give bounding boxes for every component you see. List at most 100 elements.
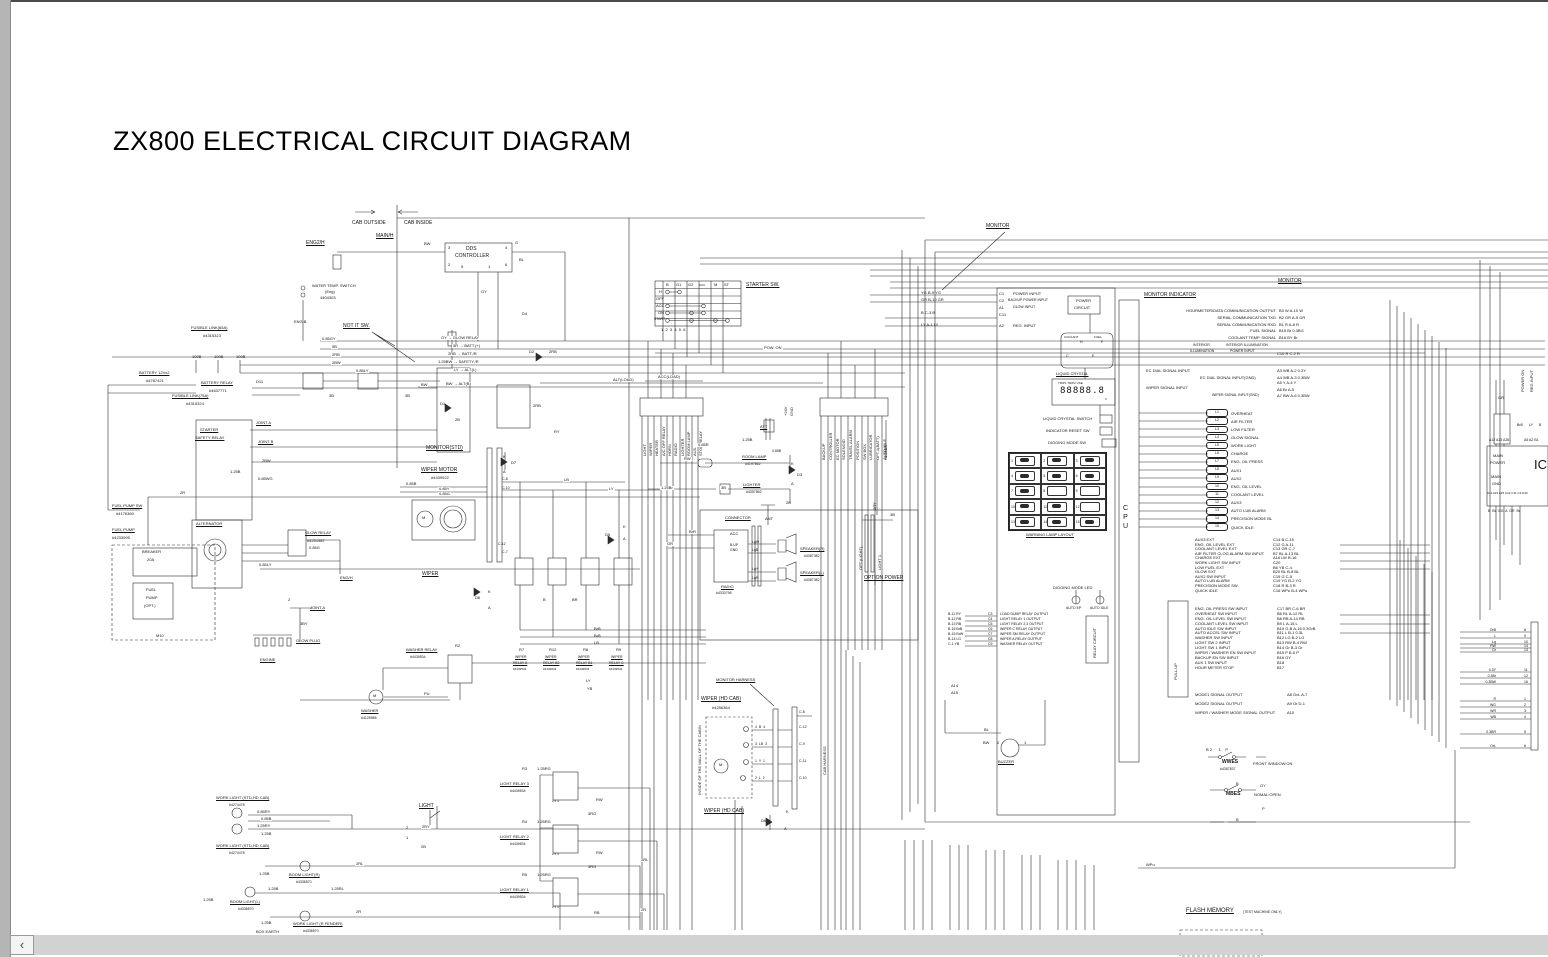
liquid-crystal-switch-label[interactable]: LIQUID CRYSTAL SWITCH: [1043, 416, 1093, 421]
pin-label: 2 5 4: [552, 905, 559, 909]
wire-label: A: [623, 536, 626, 541]
wire-label: BW: [424, 241, 431, 246]
wire-label: B: [1236, 817, 1239, 822]
gauge-h: H: [1080, 340, 1083, 344]
wiper-motor-label: WIPER MOTOR: [421, 467, 458, 473]
wire-label: GY: [1260, 783, 1266, 788]
wire-label: A: [488, 605, 491, 610]
wire-label: 2RB: [533, 403, 541, 408]
row-label: OFF: [656, 296, 664, 301]
wire-label: B BL BG A GR Br: [1488, 509, 1520, 513]
antenna-label: ANT: [765, 516, 773, 521]
wiper-relay-b1: WIPER: [578, 655, 590, 659]
wire-label: G: [515, 240, 519, 245]
acc-load-label: ACC(LOAD): [657, 374, 682, 380]
digging-mode-sw-label[interactable]: DIGGING MODE SW: [1048, 440, 1086, 445]
buzzer-label: BUZZER: [998, 759, 1014, 764]
pin-label: GND: [730, 548, 738, 552]
pin-label: A4 WB A-3 0.3BW: [1277, 375, 1310, 380]
part-number: #4439534: [410, 655, 426, 659]
warn-cell: 8: [1041, 483, 1074, 500]
wire-label: WPu: [1146, 862, 1155, 867]
boom-light-r: BOOM LIGHT(R): [289, 872, 320, 877]
fuse-label: AUX.: [692, 446, 697, 456]
gauge-label: FUEL: [1094, 335, 1102, 339]
part-number: #4439922: [431, 475, 449, 480]
pin-row: 3 LB 3: [755, 742, 768, 746]
fuse-label: RADIO: [673, 443, 678, 456]
work-light-fender: WORK LIGHT (R FENDER): [293, 921, 343, 926]
wire-label: 2RB: [331, 352, 341, 358]
warn-cell: 1: [1009, 453, 1042, 469]
indicator-reset-sw-label[interactable]: INDICATOR RESET SW: [1046, 428, 1090, 433]
wiper-signal-input: WIPER SIGNAL INPUT: [1146, 385, 1188, 390]
pin-label: 4: [505, 245, 508, 250]
monitor-harness-label: MONITOR HARNESS: [716, 677, 756, 682]
wiper-hd-cab-label: WIPER (HD CAB): [701, 696, 741, 702]
horizontal-scrollbar[interactable]: [10, 935, 1548, 955]
alt-load-label: ALT(LOAD): [612, 377, 635, 383]
pin-label: A12 A13 A26: [1489, 438, 1510, 442]
wire-label: LY → ALT(L): [453, 367, 478, 373]
fuel-pump-opt: FUEL: [146, 587, 157, 592]
fuse-label: LIGHTER: [680, 438, 685, 456]
wire-label: 1.25RG: [537, 819, 551, 824]
fuse-label: HEATER: [654, 440, 659, 456]
part-number: #4637771: [209, 388, 227, 393]
wire-label: RW: [596, 850, 603, 855]
part-number: #4357862: [746, 490, 762, 494]
fuel-pump-opt-line2: PUMP: [146, 595, 158, 600]
light-relay-1: LIGHT RELAY 1: [500, 887, 529, 892]
gauge-c: C: [1066, 354, 1069, 358]
power-circuit-label: POWER: [1076, 298, 1092, 303]
wire-label: 100B: [214, 354, 224, 359]
diode-label: D6: [761, 818, 767, 823]
inside-wall-label: INSIDE OF THE WALL OF THE CABIN: [697, 725, 702, 795]
light-relay-3: LIGHT RELAY 3: [500, 781, 529, 786]
engine-label: ENGINE: [260, 657, 276, 662]
warn-cell: 11: [1041, 499, 1074, 515]
light-switch-label: LIGHT: [419, 803, 434, 809]
relay-ref: R5: [522, 872, 528, 877]
wire-label: 2R: [640, 907, 648, 913]
wire-label: 0.85B: [772, 449, 782, 453]
page-title: ZX800 ELECTRICAL CIRCUIT DIAGRAM: [113, 126, 632, 156]
wire-label: 1.25BW → SAFETY./R: [437, 359, 480, 365]
wire-label: K: [503, 454, 506, 459]
opt-light-label: OPT.(LIGHT): [858, 546, 863, 570]
pin-label: B.UP: [730, 543, 739, 547]
wire-label: A: [791, 481, 794, 486]
warn-cell: 14: [1041, 514, 1074, 530]
monitor-pointer-label: MONITOR: [986, 223, 1010, 229]
left-panel-edge: [0, 0, 11, 957]
fuse-label: TRAVEL ALARM: [848, 430, 853, 460]
pin-label: A7 BW A-6 0.3BW: [1277, 393, 1310, 398]
wire-label: 2RL: [640, 857, 650, 863]
interior-illumination-power-2: POWER INPUT: [1230, 349, 1255, 353]
wiper-relay-b1-2: RELAY B1: [576, 661, 593, 665]
interior-illumination: INTERIOR: [1193, 343, 1210, 347]
wire-label: 1.25RL: [330, 886, 345, 892]
wire-label: BL: [519, 257, 524, 262]
work-light-2: WORK LIGHT (STD,HD CAB): [216, 843, 270, 848]
pin-label: A5 A2 B1: [1524, 438, 1539, 442]
diode-label: D2: [529, 349, 535, 354]
pin-label: A14: [951, 683, 959, 688]
fuse-label: A/C OFF RELAY: [661, 426, 666, 456]
interior-illumination-2: ILLUMINATION: [1190, 349, 1215, 353]
diode-label: D6: [475, 595, 481, 600]
scroll-left-button[interactable]: ‹: [10, 935, 34, 955]
wire-label: 2R: [355, 909, 363, 915]
wire-label: 3B: [890, 512, 895, 517]
auto-idle-lamp: AUTO IDLE: [1090, 606, 1109, 610]
pin-label: C-12: [799, 725, 807, 729]
pin-label: A11 A24 A25 C12 C11 C3 D10: [1487, 491, 1528, 495]
row-label: ACC: [656, 303, 665, 308]
wire-label: 3RG: [588, 864, 597, 869]
wire-label: BrB: [594, 633, 601, 638]
warn-cell: 5: [1041, 468, 1074, 484]
